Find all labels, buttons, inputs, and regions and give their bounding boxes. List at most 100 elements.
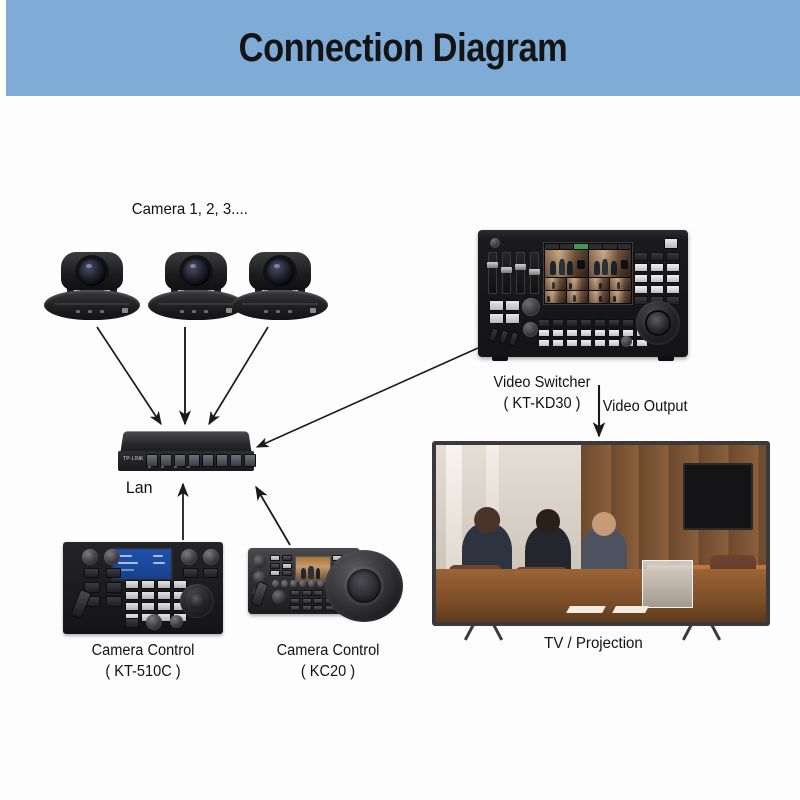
switcher-key[interactable] <box>538 329 550 337</box>
switcher-key[interactable] <box>634 263 648 272</box>
ethernet-port[interactable] <box>174 454 186 467</box>
switcher-key[interactable] <box>594 319 606 327</box>
controller-key[interactable] <box>141 602 155 611</box>
kc20-key[interactable] <box>313 590 323 596</box>
kc20-key[interactable] <box>281 562 292 569</box>
switcher-key[interactable] <box>538 339 550 347</box>
switcher-ptz-knob[interactable] <box>621 336 632 347</box>
controller-button[interactable] <box>84 568 99 578</box>
controller-button[interactable] <box>203 568 218 578</box>
switcher-key[interactable] <box>666 285 680 294</box>
switcher-key[interactable] <box>608 319 620 327</box>
switcher-rotary-knob[interactable] <box>523 322 538 337</box>
controller-knob[interactable] <box>104 549 120 565</box>
kc20-key[interactable] <box>301 605 312 611</box>
ethernet-port[interactable] <box>202 454 214 467</box>
controller-key[interactable] <box>173 580 187 589</box>
switcher-key[interactable] <box>566 339 578 347</box>
switcher-key[interactable] <box>634 252 648 261</box>
controller-key[interactable] <box>125 602 139 611</box>
switcher-key[interactable] <box>634 296 648 305</box>
ethernet-port[interactable] <box>160 454 172 467</box>
ethernet-port[interactable] <box>244 454 256 467</box>
kc20-key[interactable] <box>281 570 292 576</box>
ethernet-port[interactable] <box>188 454 200 467</box>
kc20-key[interactable] <box>313 597 323 604</box>
switcher-small-control[interactable] <box>488 327 499 343</box>
kc20-round-button[interactable] <box>272 580 279 587</box>
switcher-key[interactable] <box>552 319 564 327</box>
switcher-key[interactable] <box>622 319 634 327</box>
switcher-rotary-knob[interactable] <box>522 298 540 316</box>
kc20-knob[interactable] <box>253 571 266 584</box>
kc20-round-button-row[interactable] <box>272 580 324 587</box>
switcher-key[interactable] <box>666 296 680 305</box>
switcher-key[interactable] <box>566 319 578 327</box>
controller-knob[interactable] <box>181 549 197 565</box>
switcher-key[interactable] <box>650 285 664 294</box>
switcher-key[interactable] <box>608 339 620 347</box>
ptz-camera-1[interactable] <box>44 240 140 320</box>
switcher-key[interactable] <box>594 339 606 347</box>
kc20-jog-knob[interactable] <box>272 590 286 604</box>
switcher-small-control[interactable] <box>498 329 509 345</box>
switcher-button[interactable] <box>489 300 504 311</box>
switcher-key[interactable] <box>666 274 680 283</box>
ptz-camera-2[interactable] <box>148 240 244 320</box>
controller-key[interactable] <box>125 580 139 589</box>
ptz-camera-3[interactable] <box>232 240 328 320</box>
switcher-key[interactable] <box>580 319 592 327</box>
kc20-key[interactable] <box>270 570 280 576</box>
controller-button[interactable] <box>106 568 121 578</box>
kc20-key[interactable] <box>313 605 323 611</box>
switcher-key[interactable] <box>666 252 680 261</box>
switcher-small-control[interactable] <box>508 331 519 347</box>
switcher-button[interactable] <box>489 313 504 324</box>
video-switcher-device[interactable] <box>478 230 688 361</box>
controller-key[interactable] <box>157 591 171 600</box>
controller-knob[interactable] <box>203 549 219 565</box>
switcher-key[interactable] <box>580 339 592 347</box>
kc20-round-button[interactable] <box>290 580 297 587</box>
ethernet-port[interactable] <box>146 454 158 467</box>
switcher-button[interactable] <box>505 313 520 324</box>
switcher-key[interactable] <box>552 339 564 347</box>
switcher-button[interactable] <box>505 300 520 311</box>
ethernet-port[interactable] <box>230 454 242 467</box>
kc20-joystick-dome[interactable] <box>325 550 403 622</box>
switcher-key[interactable] <box>608 329 620 337</box>
audio-fader[interactable] <box>529 252 540 294</box>
audio-fader[interactable] <box>515 252 526 294</box>
kc20-round-button[interactable] <box>308 580 315 587</box>
kc20-round-button[interactable] <box>299 580 306 587</box>
kc20-key[interactable] <box>290 597 300 604</box>
switcher-key[interactable] <box>636 339 648 347</box>
ethernet-port[interactable] <box>216 454 228 467</box>
switcher-key[interactable] <box>650 274 664 283</box>
controller-key[interactable] <box>157 580 171 589</box>
kc20-key[interactable] <box>290 590 300 596</box>
switcher-key[interactable] <box>594 329 606 337</box>
switcher-key[interactable] <box>538 319 550 327</box>
controller-key[interactable] <box>157 602 171 611</box>
camera-controller-kc20[interactable] <box>248 548 403 622</box>
switcher-joystick[interactable] <box>636 301 680 345</box>
switcher-key[interactable] <box>552 329 564 337</box>
audio-fader[interactable] <box>487 252 498 294</box>
controller-knob[interactable] <box>82 549 98 565</box>
switcher-key[interactable] <box>634 285 648 294</box>
controller-key[interactable] <box>141 591 155 600</box>
kc20-key[interactable] <box>270 555 280 561</box>
controller-key[interactable] <box>141 580 155 589</box>
kc20-key[interactable] <box>270 562 280 569</box>
controller-button[interactable] <box>106 582 122 593</box>
kc20-round-button[interactable] <box>281 580 288 587</box>
kc20-slider[interactable] <box>250 580 269 608</box>
switcher-key[interactable] <box>650 263 664 272</box>
camera-controller-kt510c[interactable] <box>63 542 223 634</box>
controller-joystick[interactable] <box>180 584 214 618</box>
switcher-button[interactable] <box>664 238 678 249</box>
audio-fader[interactable] <box>501 252 512 294</box>
switcher-key[interactable] <box>634 274 648 283</box>
kc20-key[interactable] <box>301 597 312 604</box>
